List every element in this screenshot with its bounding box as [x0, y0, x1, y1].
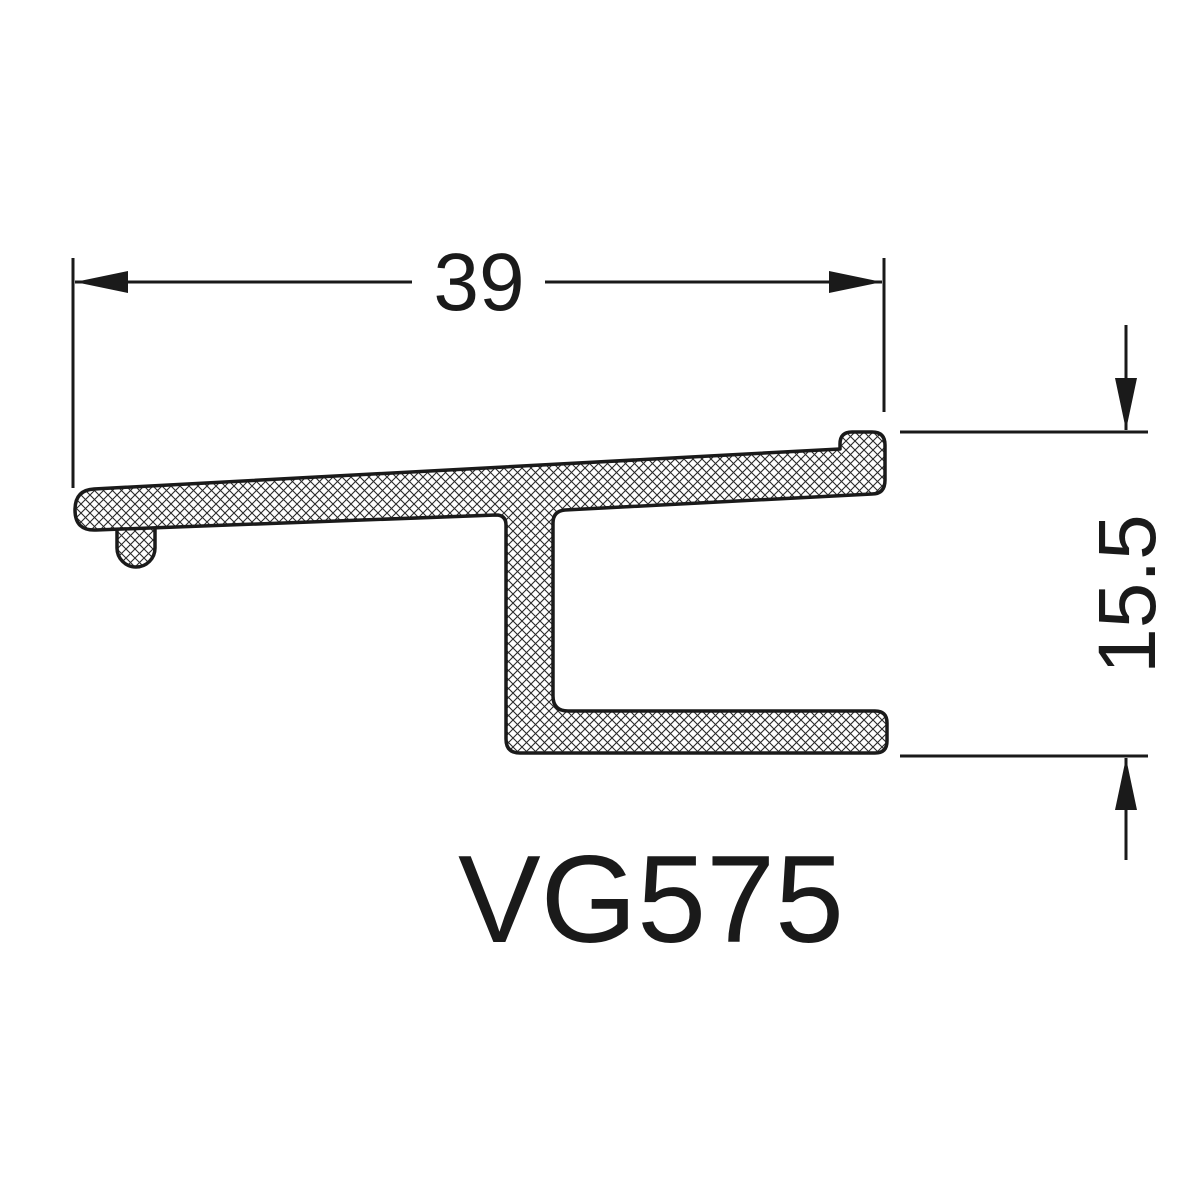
height-dimension: 15.5: [900, 325, 1173, 860]
width-arrow-left: [75, 271, 128, 293]
profile-lip: [115, 520, 157, 569]
width-arrow-right: [829, 271, 882, 293]
width-dimension: 39: [71, 237, 886, 488]
height-arrow-top: [1115, 378, 1137, 430]
height-arrow-bottom: [1115, 758, 1137, 810]
height-dimension-label: 15.5: [1082, 514, 1173, 674]
width-dimension-label: 39: [433, 237, 524, 328]
gasket-profile: [73, 430, 889, 755]
profile-body: [73, 430, 889, 755]
part-code-label: VG575: [458, 831, 844, 969]
